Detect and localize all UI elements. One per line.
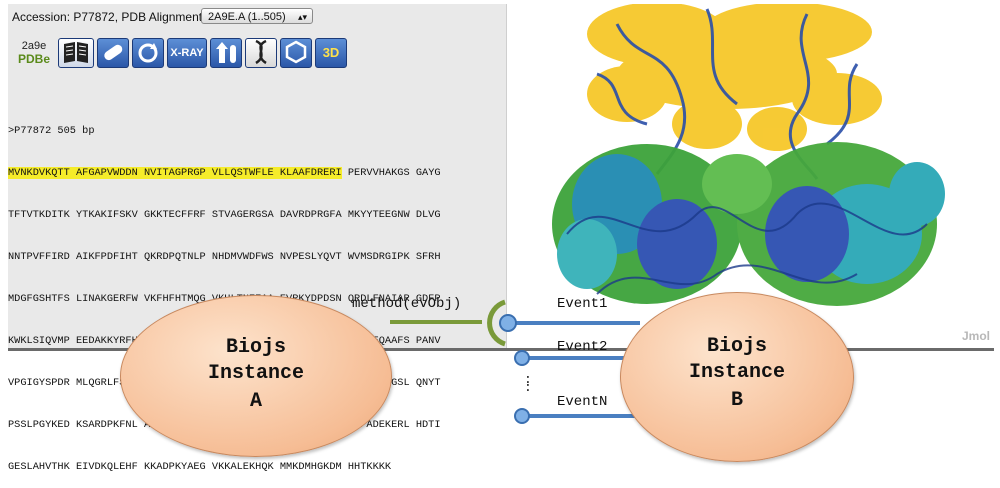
instance-b-line2: Instance: [688, 361, 785, 384]
refresh-icon[interactable]: [132, 38, 164, 68]
event1-plug: [499, 314, 517, 332]
pdb-id: 2a9e: [21, 40, 47, 52]
test-tube-icon[interactable]: [210, 38, 242, 68]
accession-label: Accession: P77872, PDB Alignments:: [12, 10, 212, 24]
eventn-label: EventN: [557, 394, 608, 410]
instance-b-line1: Biojs: [706, 335, 767, 358]
pill-icon[interactable]: [97, 38, 129, 68]
sequence-line: MVNKDVKQTT AFGAPVWDDN NVITAGPRGP VLLQSTW…: [8, 167, 441, 179]
sequence-line: GESLAHVTHK EIVDKQLEHF KKADPKYAEG VKKALEK…: [8, 461, 392, 473]
xray-button[interactable]: X-RAY: [167, 38, 207, 68]
event2-plug: [514, 350, 530, 366]
chevron-updown-icon: ▴▾: [297, 12, 307, 22]
pdbe-logo[interactable]: 2a9e PDBe: [14, 40, 54, 66]
sequence-highlight: MVNKDVKQTT AFGAPVWDDN NVITAGPRGP VLLQSTW…: [8, 167, 342, 179]
event2-label: Event2: [557, 339, 608, 355]
jmol-label: Jmol: [962, 329, 990, 343]
biojs-instance-b: Biojs Instance B: [620, 292, 854, 462]
method-label: method(evObj): [352, 296, 462, 312]
instance-a-line1: Biojs: [225, 336, 286, 359]
event1-label: Event1: [557, 296, 608, 312]
sequence-line: TFTVTKDITK YTKAKIFSKV GKKTECFFRF STVAGER…: [8, 209, 441, 221]
pdbe-wordmark: PDBe: [17, 52, 50, 66]
structure-viewer[interactable]: Jmol: [506, 4, 995, 348]
book-icon[interactable]: [58, 38, 94, 68]
instance-a-line2: Instance: [207, 362, 304, 385]
panel-divider: [8, 348, 994, 351]
instance-b-line3: B: [730, 389, 743, 412]
biojs-instance-a: Biojs Instance A: [120, 295, 392, 457]
protein-structure-image: Jmol: [552, 4, 990, 343]
method-socket: [487, 299, 506, 347]
pdb-alignment-select[interactable]: 2A9E.A (1..505) ▴▾: [201, 8, 313, 24]
3d-button[interactable]: 3D: [315, 38, 347, 68]
sequence-header: >P77872 505 bp: [8, 125, 95, 137]
dna-icon[interactable]: [245, 38, 277, 68]
pdb-alignment-value: 2A9E.A (1..505): [208, 11, 286, 23]
eventn-plug: [514, 408, 530, 424]
hexagon-icon[interactable]: [280, 38, 312, 68]
connection-diagram: [390, 299, 640, 424]
sequence-line: NNTPVFFIRD AIKFPDFIHT QKRDPQTNLP NHDMVWD…: [8, 251, 441, 263]
ellipsis-label: ::: [524, 372, 532, 395]
instance-a-line3: A: [249, 390, 262, 413]
